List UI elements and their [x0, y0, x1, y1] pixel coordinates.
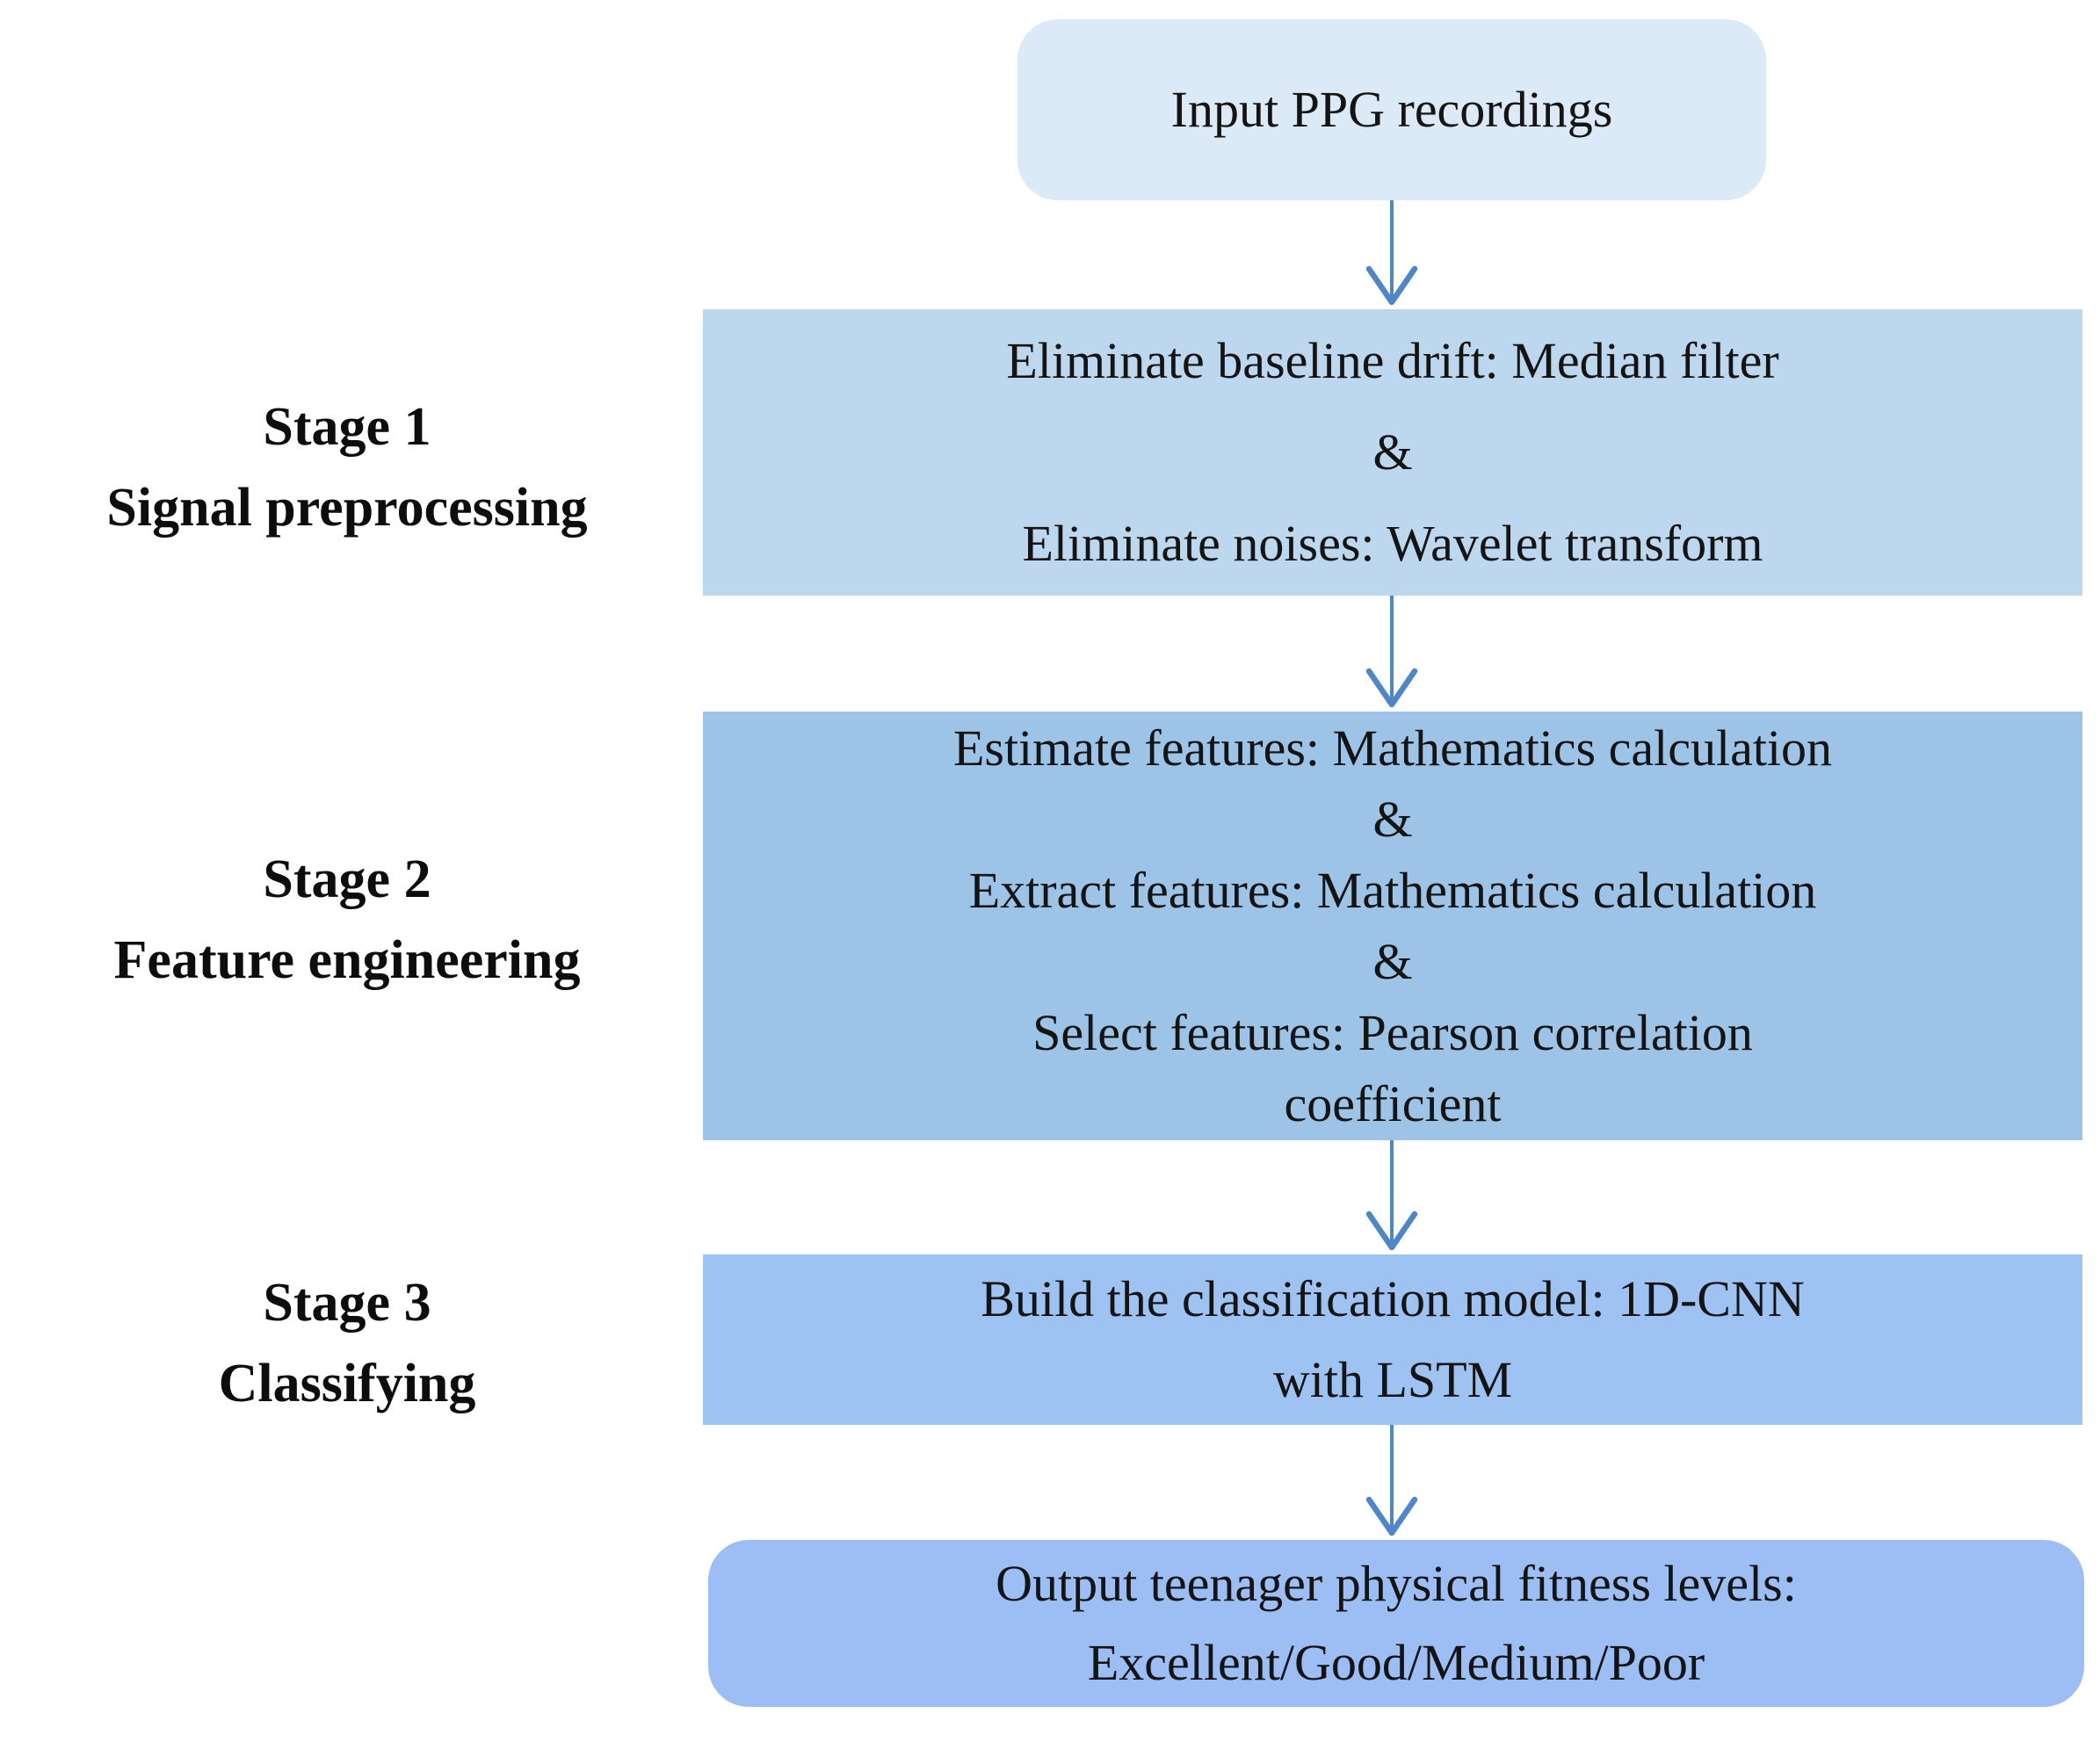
flow-arrow-4 [1365, 1425, 1418, 1536]
flow-arrow-3 [1365, 1140, 1418, 1251]
stage-2-node-line: Estimate features: Mathematics calculati… [952, 719, 1833, 777]
stage-3-node-line: Build the classification model: 1D-CNN [981, 1270, 1805, 1327]
stage-1-label: Stage 1 Signal preprocessing [0, 387, 694, 548]
stage-1-node-line: Eliminate baseline drift: Median filter [1006, 332, 1779, 389]
stage-3-node-line: with LSTM [1272, 1351, 1513, 1408]
output-node-line: Output teenager physical fitness levels: [996, 1555, 1797, 1612]
stage-1-node: Eliminate baseline drift: Median filter … [703, 309, 2082, 596]
stage-2-node: Estimate features: Mathematics calculati… [703, 712, 2082, 1140]
stage-2-title: Stage 2 [263, 849, 431, 909]
stage-3-node: Build the classification model: 1D-CNN w… [703, 1254, 2082, 1425]
stage-3-title: Stage 3 [263, 1273, 431, 1333]
stage-1-node-line: & [1372, 423, 1413, 481]
input-node-text: Input PPG recordings [1170, 81, 1613, 138]
stage-2-node-line: & [1372, 791, 1413, 848]
stage-2-node-line: Extract features: Mathematics calculatio… [968, 862, 1817, 919]
flow-arrow-1 [1365, 200, 1418, 306]
flow-arrow-2 [1365, 596, 1418, 708]
output-node-line: Excellent/Good/Medium/Poor [1087, 1634, 1705, 1691]
stage-1-subtitle: Signal preprocessing [106, 478, 588, 538]
output-node: Output teenager physical fitness levels:… [708, 1540, 2084, 1707]
stage-2-label: Stage 2 Feature engineering [0, 839, 694, 1001]
stage-2-node-line: coefficient [1284, 1075, 1502, 1132]
stage-3-subtitle: Classifying [218, 1354, 476, 1413]
stage-1-node-line: Eliminate noises: Wavelet transform [1022, 515, 1763, 572]
input-node: Input PPG recordings [1017, 19, 1766, 200]
stage-3-label: Stage 3 Classifying [0, 1262, 694, 1424]
stage-1-title: Stage 1 [263, 397, 431, 457]
stage-2-node-line: Select features: Pearson correlation [1032, 1004, 1753, 1061]
stage-2-node-line: & [1372, 933, 1413, 990]
stage-2-subtitle: Feature engineering [113, 930, 581, 990]
